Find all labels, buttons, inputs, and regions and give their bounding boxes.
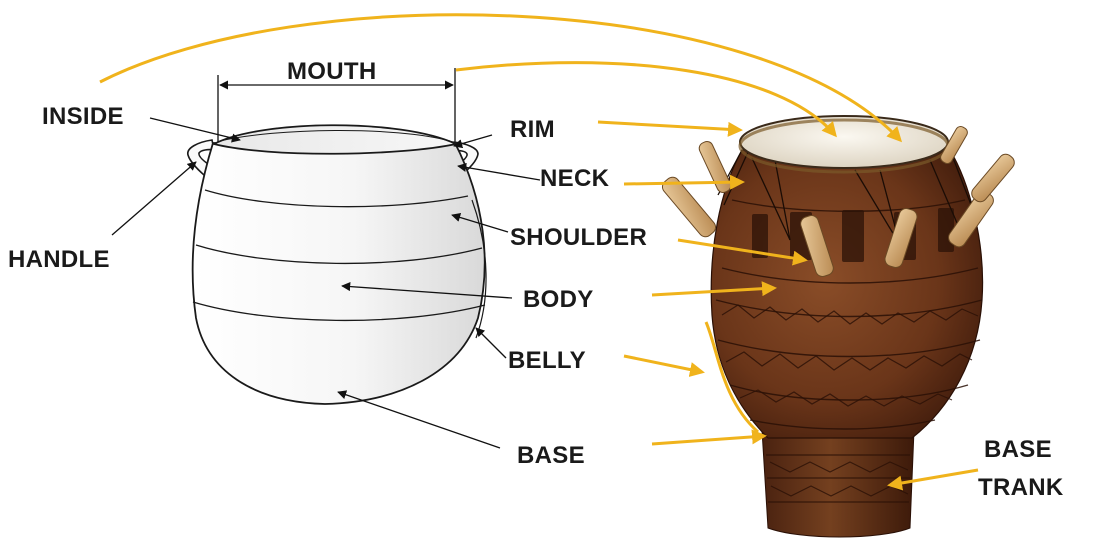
pot-illustration (188, 125, 486, 404)
label-mouth: MOUTH (287, 58, 376, 85)
label-shoulder: SHOULDER (510, 224, 647, 251)
drum-head (740, 116, 948, 168)
label-base: BASE (517, 442, 585, 469)
label-base-trank-line1: BASE (984, 436, 1052, 463)
label-neck: NECK (540, 165, 610, 192)
label-belly: BELLY (508, 347, 586, 374)
label-rim: RIM (510, 116, 555, 143)
label-body: BODY (523, 286, 594, 313)
label-handle: HANDLE (8, 246, 110, 273)
label-inside: INSIDE (42, 103, 124, 130)
pot-inside (214, 125, 456, 154)
drum-body (711, 150, 982, 438)
label-base-trank-line2: TRANK (978, 474, 1064, 501)
pot-body (193, 143, 485, 404)
